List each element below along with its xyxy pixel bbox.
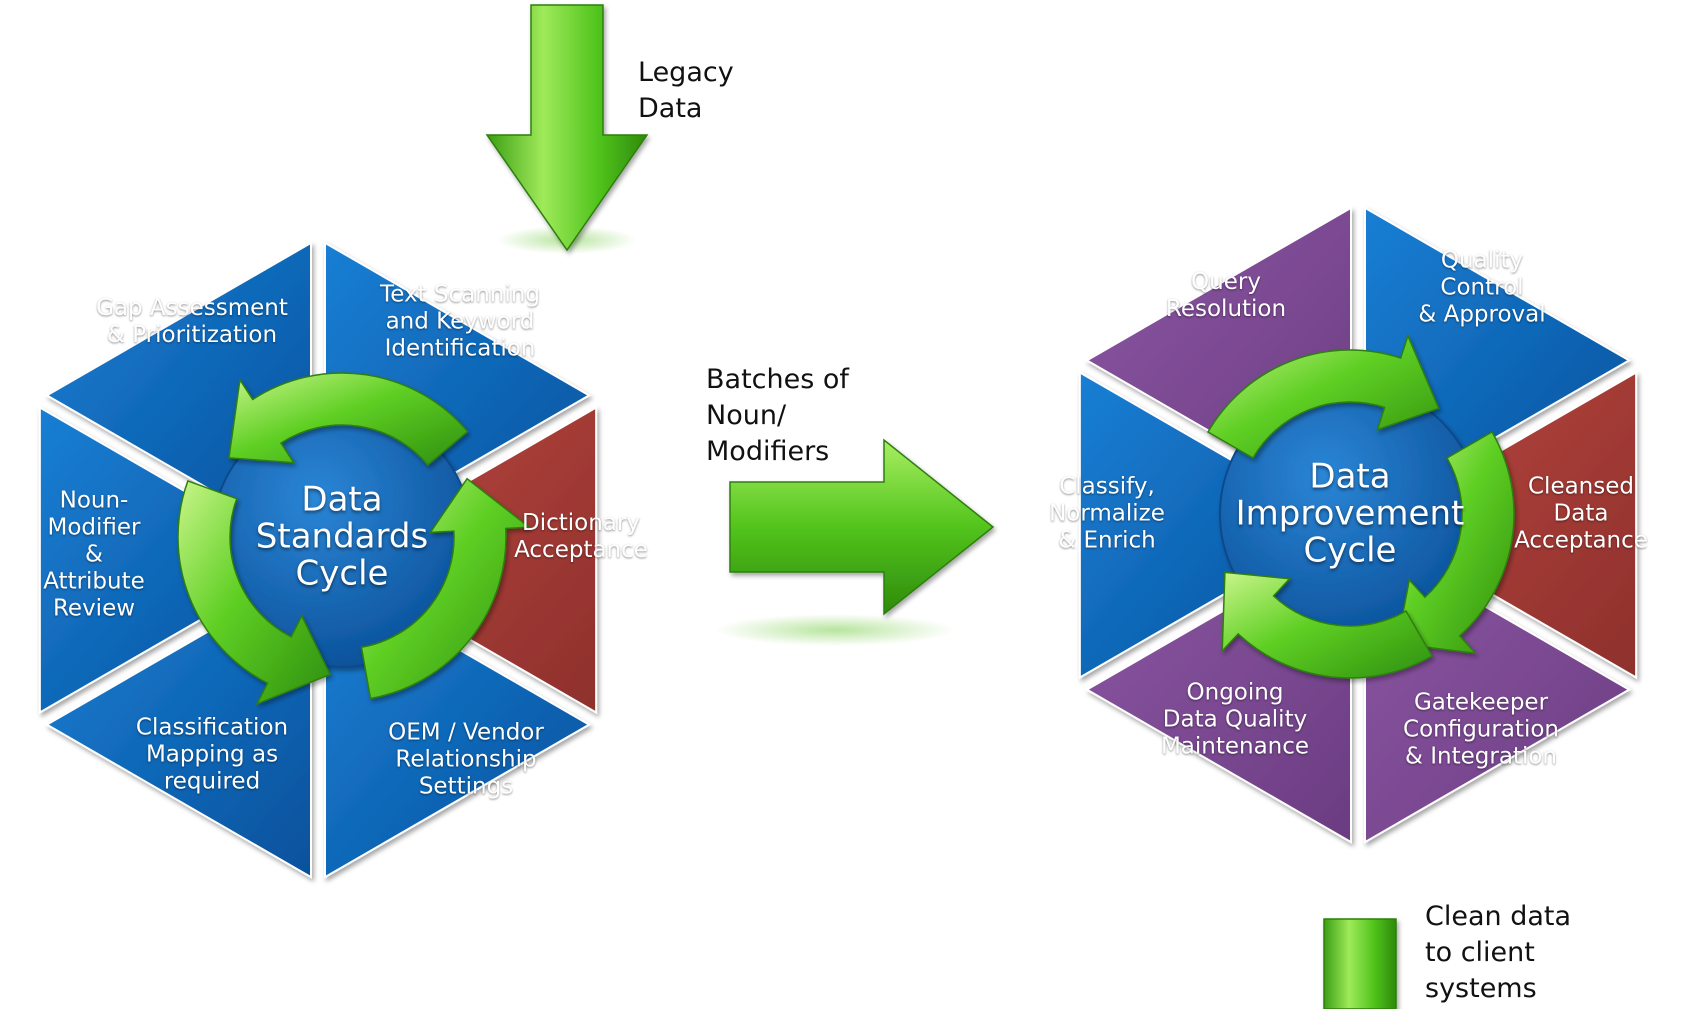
cycle-arrow-icon (1221, 571, 1434, 679)
cycle-arrow-icon (360, 477, 532, 700)
segment-classification-mapping: Classification Mapping as required (135, 714, 289, 795)
clean-data-label: Clean data to client systems (1425, 901, 1572, 1004)
arrow-down-icon (1323, 918, 1397, 1009)
improvement-cycle-title: Data Improvement Cycle (1235, 456, 1465, 571)
segment-gap-assessment: Gap Assessment & Prioritization (96, 295, 288, 348)
cycle-arrow-icon (1206, 333, 1440, 460)
standards-cycle-title: Data Standards Cycle (255, 479, 429, 594)
segment-noun-modifier: Noun- Modifier & Attribute Review (43, 487, 145, 622)
arrow-down-icon (485, 4, 649, 252)
cycle-arrow-icon (177, 479, 331, 706)
batch-arrow-shadow (715, 614, 955, 646)
segment-oem-vendor: OEM / Vendor Relationship Settings (388, 719, 544, 800)
cycle-arrow-icon (1396, 430, 1515, 655)
segment-classify-normalize: Classify, Normalize & Enrich (1049, 473, 1165, 554)
classify-normalize-shape (1078, 370, 1347, 680)
segment-gatekeeper: Gatekeeper Configuration & Integration (1403, 689, 1559, 770)
segment-cleansed-data: Cleansed Data Acceptance (1514, 473, 1648, 554)
segment-query-resolution: Query Resolution (1165, 269, 1287, 322)
arrow-right-icon (729, 438, 995, 616)
segment-quality-control: Quality Control & Approval (1418, 247, 1546, 328)
cycle-arrow-icon (228, 372, 469, 467)
noun-modifier-shape (38, 405, 306, 715)
segment-text-scanning: Text Scanning and Keyword Identification (380, 281, 540, 362)
batches-label: Batches of Noun/ Modifiers (706, 364, 849, 467)
segment-dictionary-acceptance: Dictionary Acceptance (514, 510, 648, 563)
legacy-data-label: Legacy Data (638, 57, 734, 124)
segment-ongoing-maintenance: Ongoing Data Quality Maintenance (1160, 679, 1310, 760)
